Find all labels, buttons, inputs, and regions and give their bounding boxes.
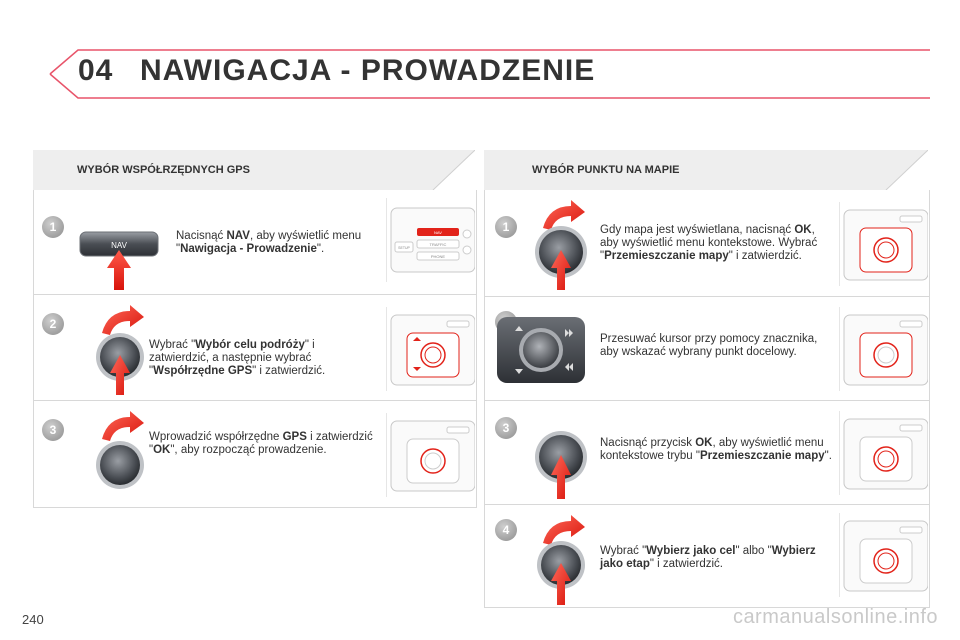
right-step-2-text: Przesuwać kursor przy pomocy znacznika, …: [600, 333, 818, 358]
rotary-panel-thumbnail: [386, 413, 475, 497]
left-step-1: 1 NAV Nacisnąć NAV, aby wyświetlić menu …: [33, 190, 477, 295]
left-section-header-bg: [33, 150, 475, 190]
step-number-badge: 3: [42, 419, 64, 441]
svg-text:SETUP: SETUP: [398, 246, 410, 250]
rotary-panel-thumbnail: [386, 307, 475, 391]
rotary-knob-push-rotate-illustration: [535, 200, 587, 290]
header-frame: [49, 49, 930, 99]
nav-button-illustration: NAV: [79, 231, 159, 290]
left-step-3: 3 Wprowadzić współrzędne GPS i zatwierdz…: [33, 400, 477, 508]
left-step-2: 2 Wybrać "Wybór celu podróży" i zatwierd…: [33, 294, 477, 402]
left-step-2-text: Wybrać "Wybór celu podróży" i zatwierdzi…: [149, 339, 326, 377]
right-section-header: WYBÓR PUNKTU NA MAPIE: [484, 150, 928, 190]
chapter-number: 04: [78, 54, 114, 87]
step-number-badge: 3: [495, 417, 517, 439]
page-number: 240: [22, 612, 44, 627]
rotary-panel-thumbnail: [839, 202, 928, 286]
right-section-heading: WYBÓR PUNKTU NA MAPIE: [532, 164, 680, 176]
nav-key-label: NAV: [111, 241, 128, 250]
step-number-badge: 1: [42, 216, 64, 238]
radio-panel-thumbnail: NAV TRAFFIC PHONE SETUP: [386, 198, 475, 282]
right-section-header-bg: [484, 150, 928, 190]
step-number-badge: 4: [495, 519, 517, 541]
direction-pad-illustration: [497, 317, 585, 383]
step-number-badge: 1: [495, 216, 517, 238]
svg-text:NAV: NAV: [434, 230, 442, 235]
svg-text:PHONE: PHONE: [431, 254, 446, 259]
left-section-heading: WYBÓR WSPÓŁRZĘDNYCH GPS: [77, 164, 250, 176]
right-step-3: 3 Nacisnąć przycisk OK, aby wyświetlić m…: [484, 400, 930, 506]
rotary-panel-thumbnail: [839, 411, 928, 495]
rotary-knob-push-illustration: [535, 431, 587, 499]
right-step-2: 2 Przesuwać kursor przy pomocy znacznika…: [484, 296, 930, 402]
rotary-knob-push-rotate-illustration: [537, 515, 585, 605]
rotary-panel-thumbnail: [839, 513, 928, 597]
left-section-header: WYBÓR WSPÓŁRZĘDNYCH GPS: [33, 150, 475, 190]
rotary-panel-thumbnail: [839, 307, 928, 391]
rotary-knob-rotate-illustration: [96, 411, 144, 489]
left-step-1-text: Nacisnąć NAV, aby wyświetlić menu "Nawig…: [176, 230, 362, 255]
right-step-1: 1 Gdy mapa jest wyświetlana, nacisnąć OK…: [484, 190, 930, 297]
right-step-3-text: Nacisnąć przycisk OK, aby wyświetlić men…: [600, 437, 832, 462]
rotary-knob-push-rotate-illustration: [96, 305, 144, 395]
right-step-1-text: Gdy mapa jest wyświetlana, nacisnąć OK, …: [600, 224, 818, 262]
watermark: carmanualsonline.info: [732, 606, 938, 628]
svg-text:TRAFFIC: TRAFFIC: [430, 242, 447, 247]
right-step-4-text: Wybrać "Wybierz jako cel" albo "Wybierz …: [600, 545, 816, 570]
left-step-3-text: Wprowadzić współrzędne GPS i zatwierdzić…: [149, 431, 373, 456]
step-number-badge: 2: [42, 313, 64, 335]
right-step-4: 4 Wybrać "Wybierz jako cel" albo "Wybier…: [484, 504, 930, 608]
chapter-title: NAWIGACJA - PROWADZENIE: [140, 54, 596, 87]
